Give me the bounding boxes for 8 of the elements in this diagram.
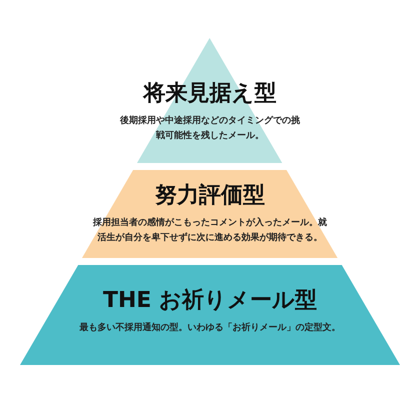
pyramid-tier <box>82 170 338 258</box>
tier-heading: 将来見据え型 <box>142 80 278 108</box>
tier-heading: THE お祈りメール型 <box>102 287 318 315</box>
tier-heading: 努力評価型 <box>154 182 266 210</box>
pyramid-tier <box>20 265 400 365</box>
tier-description: 後期採用や中途採用などのタイミングでの挑戦可能性を残したメール。 <box>120 114 300 143</box>
tier-description: 採用担当者の感情がこもったコメントが入ったメール。就活生が自分を卑下せずに次に進める効果が期待できる。 <box>92 216 328 245</box>
tier-description: 最も多い不採用通知の型。いわゆる「お祈りメール」の定型文。 <box>78 321 342 335</box>
